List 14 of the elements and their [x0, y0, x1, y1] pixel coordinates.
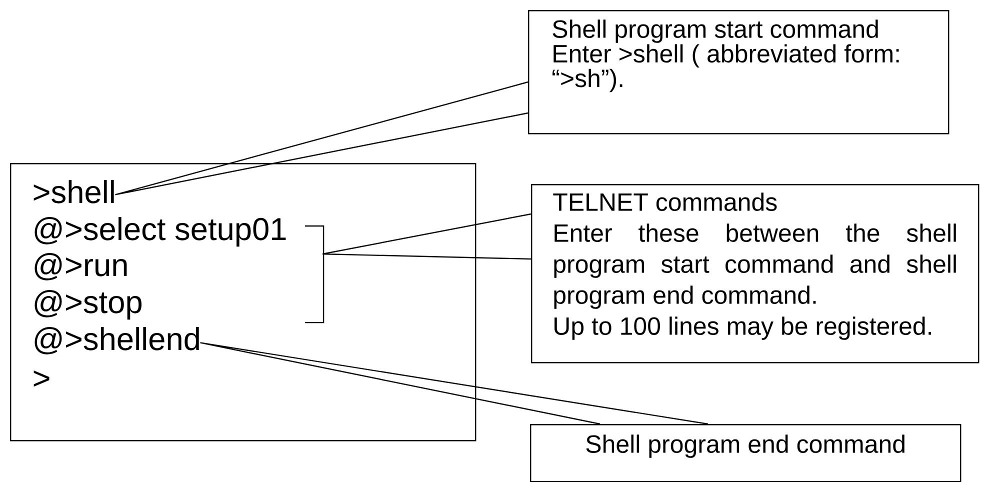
callout-box: TELNET commands Enter these between the shell program start command and shell program end command. Up to 100 lines may be registered.	[531, 184, 980, 364]
callout-box: Shell program end command	[530, 424, 962, 482]
callout-box: Shell program start command Enter >shell ( abbreviated form: “>sh”).	[528, 10, 950, 134]
callout-pointer	[200, 342, 709, 425]
command-line: >	[34, 370, 50, 387]
terminal-box	[10, 163, 476, 442]
command-line: @>select setup01	[34, 217, 286, 247]
command-line: @>stop	[34, 290, 142, 320]
callout-pointer	[322, 213, 532, 260]
bracket	[305, 225, 324, 324]
callout-pointer	[114, 81, 529, 196]
command-line: @>run	[34, 253, 127, 280]
command-line: >shell	[34, 180, 114, 204]
command-line: @>shellend	[34, 327, 199, 354]
